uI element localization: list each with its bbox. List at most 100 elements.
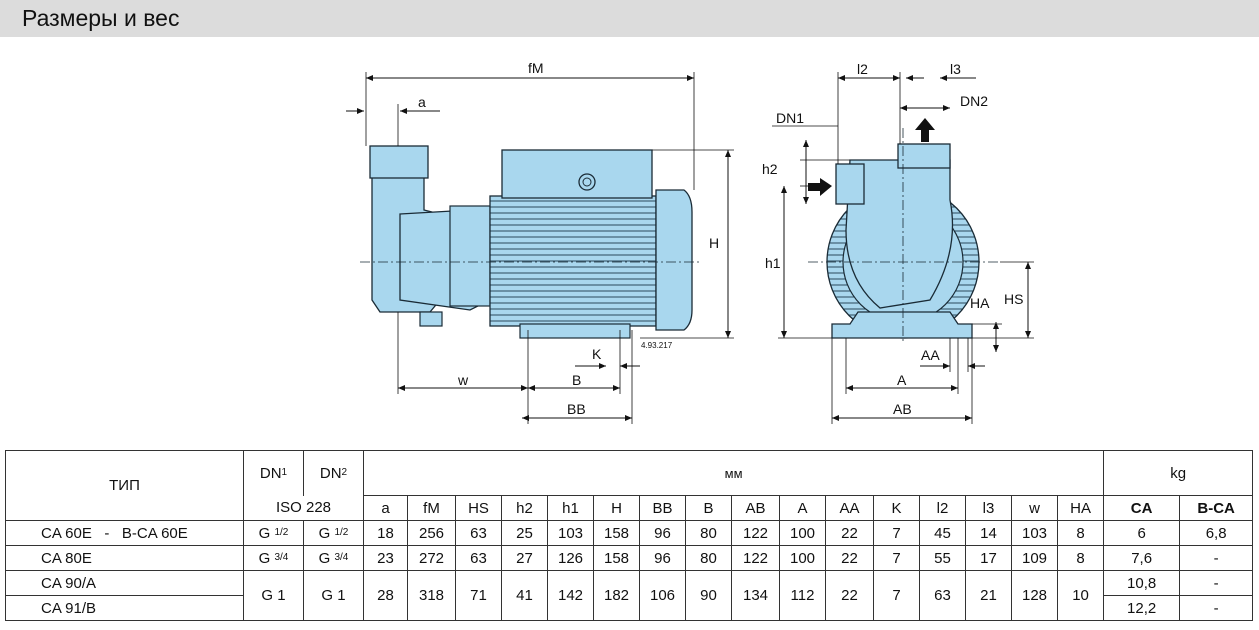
- dim-h2-label: h2: [762, 161, 778, 177]
- cell: 96: [639, 520, 686, 546]
- dim-AA-label: AA: [921, 347, 940, 363]
- col-B: B: [685, 495, 732, 521]
- cell: 80: [685, 520, 732, 546]
- cell: 71: [455, 570, 502, 621]
- cell: 158: [593, 545, 640, 571]
- cell: 8: [1056, 545, 1105, 571]
- type-cell: CA 60E - B-CA 60E: [5, 520, 244, 546]
- table-row: CA 80E G 3/4 G 3/4 23 272 63 27 126 158 …: [5, 545, 1254, 571]
- type-cell: CA 90/A: [5, 570, 244, 596]
- specs-table: ТИП DN1 DN2 мм kg ISO 228 a fM HS h2 h1 …: [5, 450, 1254, 621]
- weight-ca: 6: [1103, 520, 1181, 546]
- dim-l2-label: l2: [857, 61, 868, 77]
- col-K: K: [873, 495, 920, 521]
- dim-w-label: w: [457, 372, 469, 388]
- cell: 100: [779, 520, 826, 546]
- pump-drawings: fM a H 4.93.217 K w B BB: [346, 60, 1034, 424]
- cell: 18: [363, 520, 408, 546]
- cell: 63: [455, 545, 502, 571]
- weight-ca: 7,6: [1103, 545, 1181, 571]
- cell: 122: [731, 545, 780, 571]
- col-w: w: [1011, 495, 1058, 521]
- cell: 17: [965, 545, 1012, 571]
- cell: 63: [455, 520, 502, 546]
- cell: 100: [779, 545, 826, 571]
- cell: 80: [685, 545, 732, 571]
- cell: 45: [919, 520, 966, 546]
- cell: 103: [547, 520, 594, 546]
- dn1-cell: G 3/4: [243, 545, 304, 571]
- side-view: fM a H 4.93.217 K w B BB: [346, 60, 734, 424]
- col-h2: h2: [501, 495, 548, 521]
- cell: 96: [639, 545, 686, 571]
- cell: 90: [685, 570, 732, 621]
- table-row: CA 91/B 12,2 -: [5, 595, 1254, 621]
- dim-K-label: K: [592, 346, 602, 362]
- dn2-header: DN2: [303, 450, 364, 496]
- dim-BB-label: BB: [567, 401, 586, 417]
- cell: 112: [779, 570, 826, 621]
- cell: 134: [731, 570, 780, 621]
- dim-h1-label: h1: [765, 255, 781, 271]
- dim-H-label: H: [709, 235, 719, 251]
- cell: 7: [873, 570, 920, 621]
- cell: 10: [1056, 570, 1105, 621]
- col-fM: fM: [407, 495, 456, 521]
- cell: 63: [919, 570, 966, 621]
- col-l2: l2: [919, 495, 966, 521]
- kg-header: kg: [1103, 450, 1254, 496]
- cell: 22: [825, 570, 874, 621]
- cell: 55: [919, 545, 966, 571]
- type-cell: CA 91/B: [5, 595, 244, 621]
- drawing-ref: 4.93.217: [641, 341, 673, 350]
- dim-AB-label: AB: [893, 401, 912, 417]
- weight-bca: -: [1179, 595, 1254, 621]
- cell: 27: [501, 545, 548, 571]
- cell: 109: [1011, 545, 1058, 571]
- section-header: Размеры и вес: [0, 0, 1259, 37]
- table-row: CA 90/A G 1 G 1 28 318 71 41 142 182 106…: [5, 570, 1254, 621]
- dim-HA-label: HA: [970, 295, 990, 311]
- cell: 126: [547, 545, 594, 571]
- dn2-cell: G 1: [303, 570, 364, 621]
- dim-DN2-label: DN2: [960, 93, 988, 109]
- table-row: CA 60E - B-CA 60E G 1/2 G 1/2 18 256 63 …: [5, 520, 1254, 546]
- col-BB: BB: [639, 495, 686, 521]
- cell: 28: [363, 570, 408, 621]
- dim-a-label: a: [418, 94, 426, 110]
- cell: 103: [1011, 520, 1058, 546]
- cell: 8: [1056, 520, 1105, 546]
- cell: 7: [873, 520, 920, 546]
- cell: 22: [825, 520, 874, 546]
- weight-ca: 12,2: [1103, 595, 1181, 621]
- col-l3: l3: [965, 495, 1012, 521]
- cell: 122: [731, 520, 780, 546]
- col-H: H: [593, 495, 640, 521]
- col-A: A: [779, 495, 826, 521]
- col-a: a: [363, 495, 408, 521]
- dn1-cell: G 1: [243, 570, 304, 621]
- col-HA: HA: [1056, 495, 1105, 521]
- cell: 142: [547, 570, 594, 621]
- dn2-cell: G 1/2: [303, 520, 364, 546]
- front-view: l2 l3 DN2 DN1 h2 h1 HA HS AA A: [762, 61, 1034, 424]
- col-CA: CA: [1103, 495, 1181, 521]
- cell: 272: [407, 545, 456, 571]
- weight-bca: -: [1179, 545, 1254, 571]
- cell: 318: [407, 570, 456, 621]
- cell: 41: [501, 570, 548, 621]
- col-HS: HS: [455, 495, 502, 521]
- col-h1: h1: [547, 495, 594, 521]
- cell: 106: [639, 570, 686, 621]
- col-AB: AB: [731, 495, 780, 521]
- dim-A-label: A: [897, 372, 907, 388]
- dn2-cell: G 3/4: [303, 545, 364, 571]
- cell: 182: [593, 570, 640, 621]
- cell: 25: [501, 520, 548, 546]
- cell: 158: [593, 520, 640, 546]
- col-AA: AA: [825, 495, 874, 521]
- dim-l3-label: l3: [950, 61, 961, 77]
- cell: 21: [965, 570, 1012, 621]
- dim-HS-label: HS: [1004, 291, 1023, 307]
- mm-header: мм: [362, 450, 1105, 496]
